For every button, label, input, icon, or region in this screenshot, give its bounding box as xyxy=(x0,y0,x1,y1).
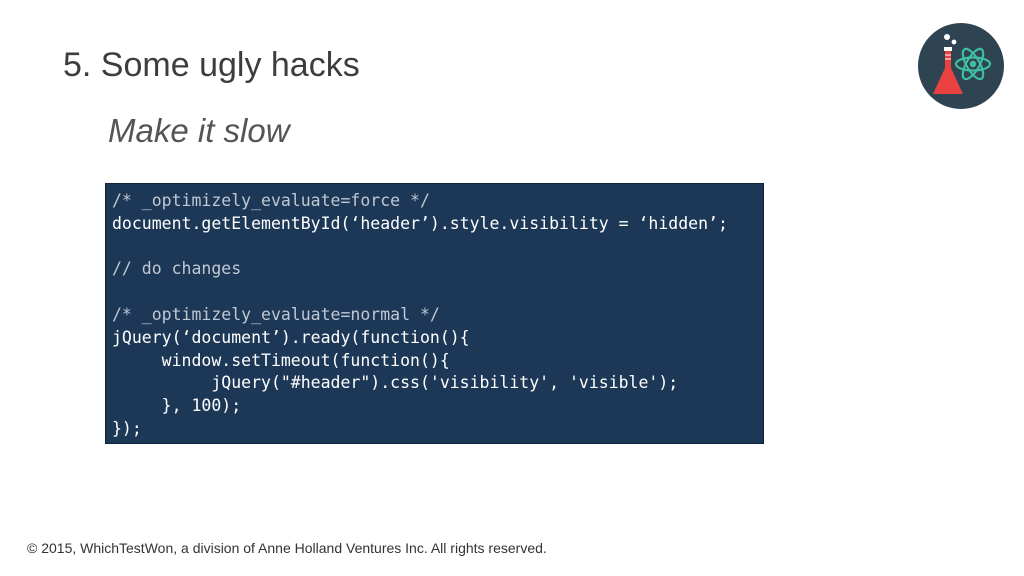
slide-title: 5. Some ugly hacks xyxy=(63,46,360,84)
code-line: window.setTimeout(function(){ xyxy=(112,350,450,370)
slide-subtitle: Make it slow xyxy=(108,112,290,149)
code-line: document.getElementById(‘header’).style.… xyxy=(112,213,728,233)
code-line: jQuery("#header").css('visibility', 'vis… xyxy=(112,373,679,393)
code-line: }, 100); xyxy=(112,396,242,416)
code-line: }); xyxy=(112,418,142,438)
code-line xyxy=(112,236,763,259)
code-line: /* _optimizely_evaluate=force */ xyxy=(112,191,430,210)
code-line xyxy=(112,281,763,304)
code-line: // do changes xyxy=(112,259,242,279)
code-line: /* _optimizely_evaluate=normal */ xyxy=(112,304,440,324)
code-block: /* _optimizely_evaluate=force */ documen… xyxy=(105,183,764,444)
code-line: jQuery(‘document’).ready(function(){ xyxy=(112,327,470,347)
flask-atom-logo-icon xyxy=(917,22,1005,110)
copyright-footer: © 2015, WhichTestWon, a division of Anne… xyxy=(27,540,547,556)
